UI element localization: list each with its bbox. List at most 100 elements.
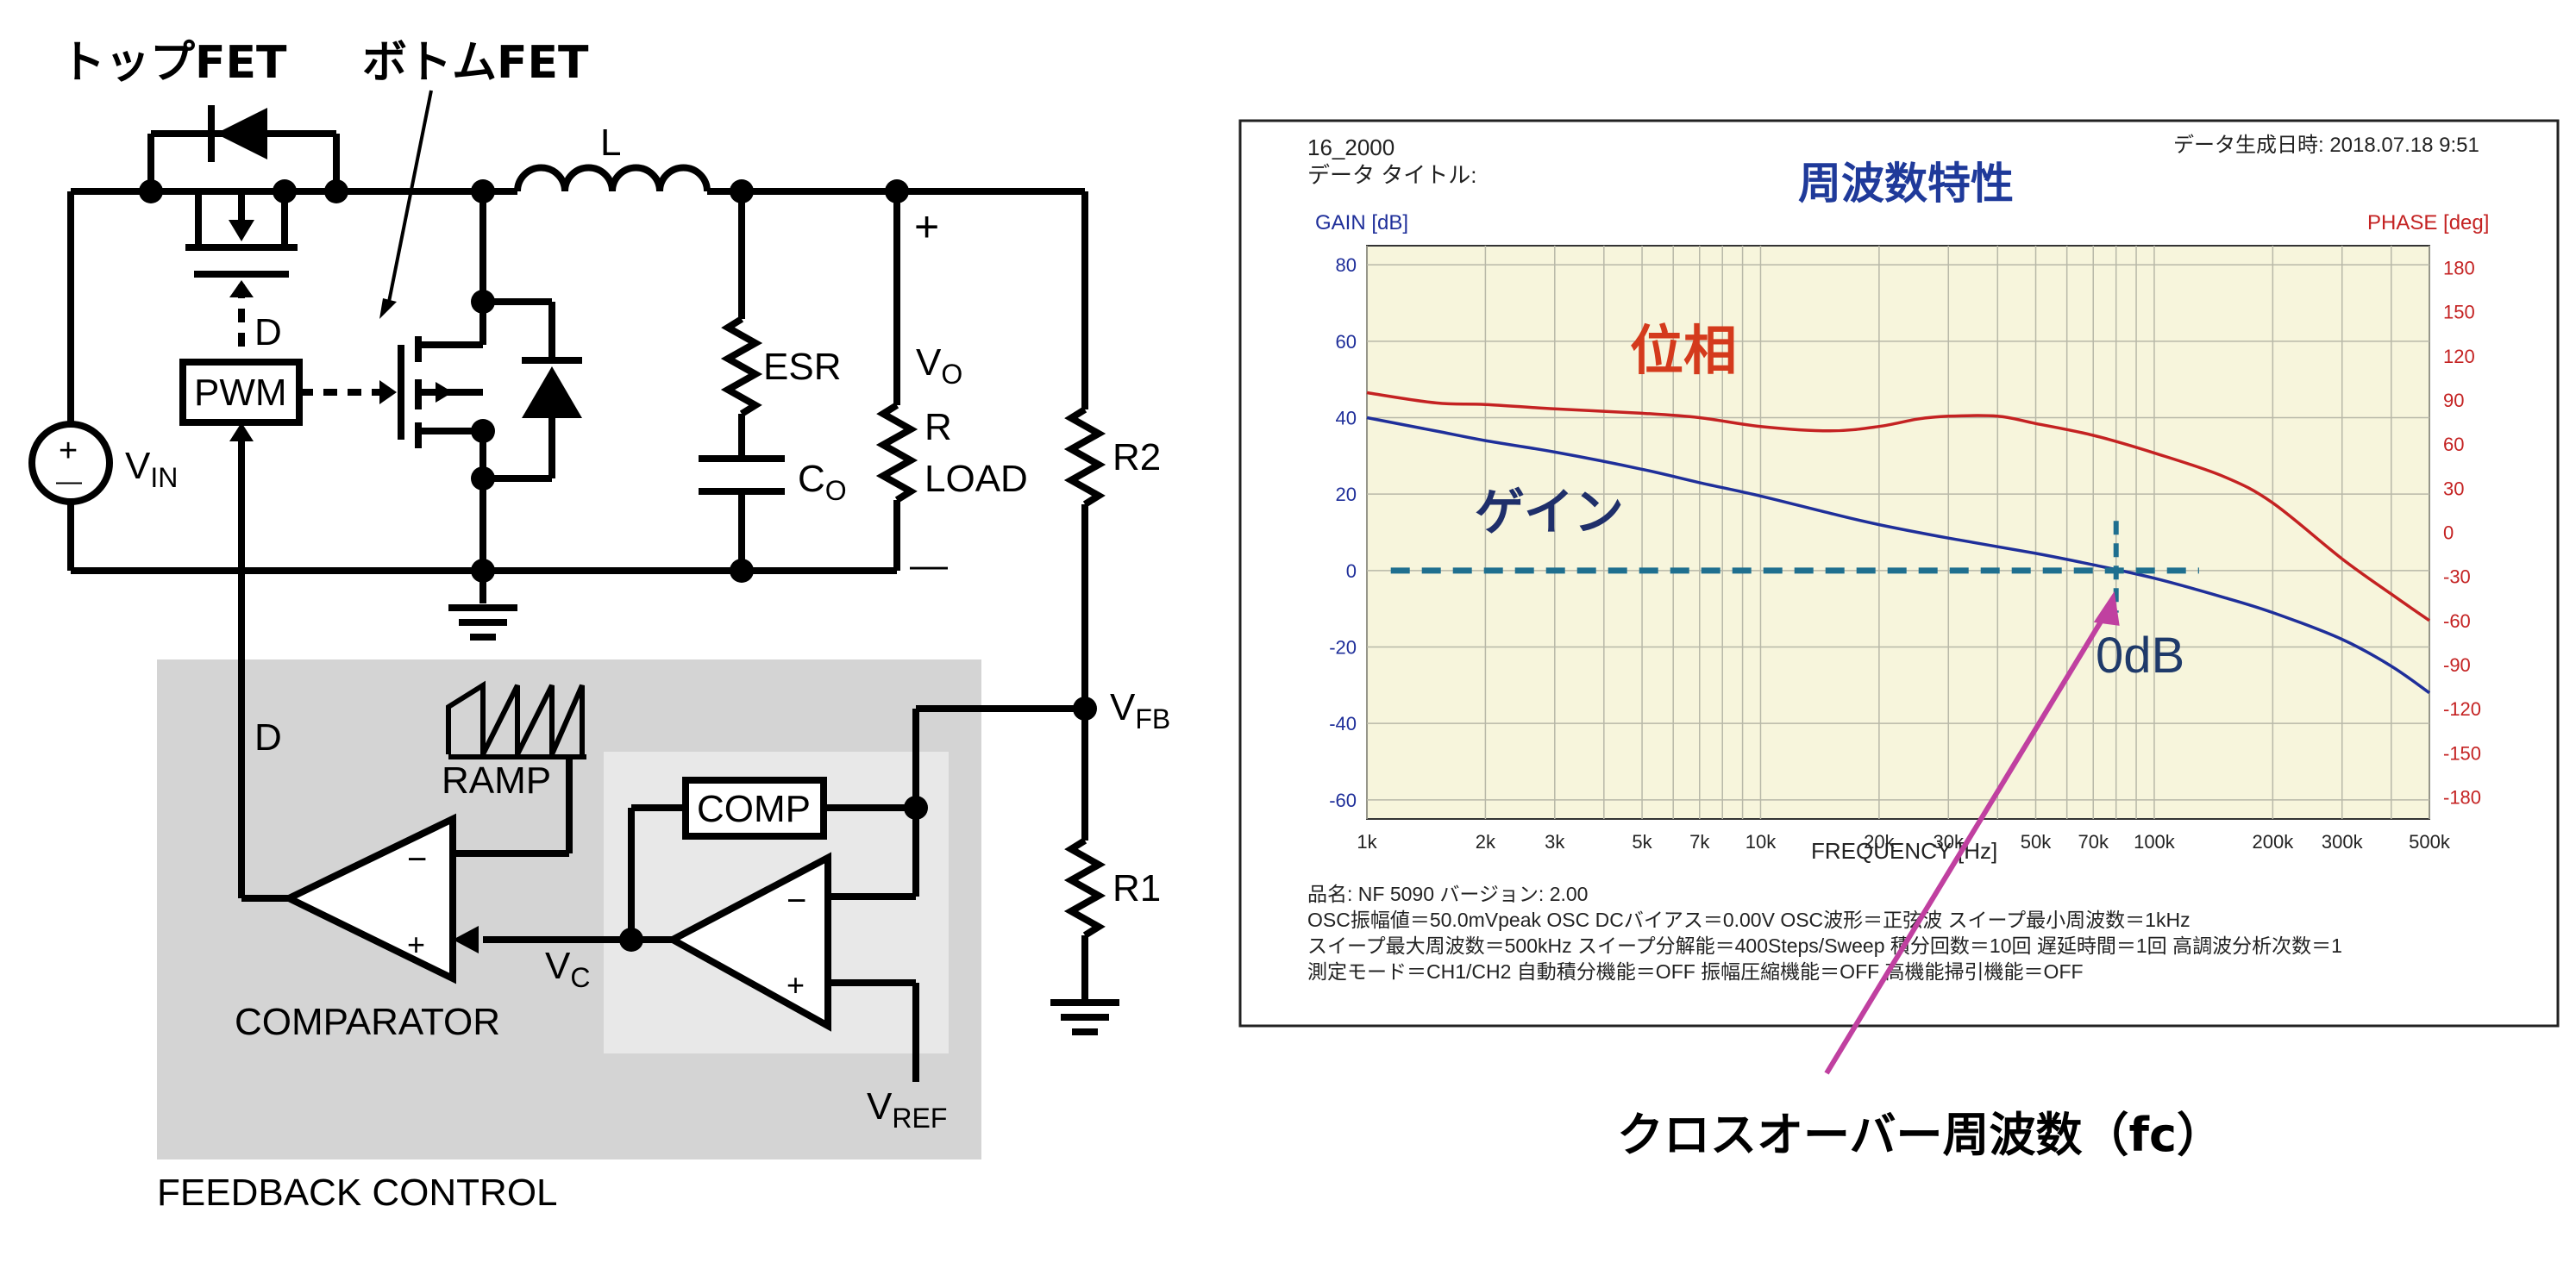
bottom-fet	[398, 336, 495, 448]
gain-tick-label: 0	[1346, 560, 1357, 582]
plot-series	[1366, 391, 2431, 695]
inductor	[514, 164, 711, 207]
frequency-tick-label: 1k	[1357, 831, 1377, 853]
frequency-tick-label: 300k	[2322, 831, 2364, 853]
r2-resistor	[1063, 406, 1106, 508]
vo-label: VO	[916, 341, 962, 390]
vin-minus: —	[56, 467, 82, 496]
phase-tick-label: -90	[2443, 654, 2471, 676]
vfb-label: VFB	[1110, 686, 1170, 734]
gain-tick-label: -60	[1329, 790, 1357, 811]
feedback-control-label: FEEDBACK CONTROL	[157, 1172, 558, 1214]
comparator-label: COMPARATOR	[235, 1001, 500, 1043]
phase-annotation: 位相	[1630, 319, 1737, 382]
info-line: スイープ最大周波数＝500kHz スイープ分解能＝400Steps/Sweep …	[1307, 934, 2342, 957]
frequency-tick-label: 3k	[1545, 831, 1565, 853]
frequency-tick-label: 70k	[2078, 831, 2109, 853]
vc-label: VC	[545, 945, 590, 993]
info-line: 測定モード＝CH1/CH2 自動積分機能＝OFF 振幅圧縮機能＝OFF 高機能掃…	[1307, 960, 2084, 983]
output-plus: +	[914, 203, 939, 251]
pwm-label: PWM	[194, 372, 287, 414]
phase-curve	[1366, 391, 2430, 622]
frequency-tick-label: 5k	[1632, 831, 1652, 853]
d-top-label: D	[254, 311, 282, 353]
data-title-label: データ タイトル:	[1307, 162, 1476, 188]
circuit-labels: トップFET ボトムFET L ESR CO VO R LOAD + — VIN…	[56, 37, 1170, 1214]
bode-id: 16_2000	[1307, 134, 1395, 160]
frequency-tick-label: 30k	[1934, 831, 1965, 853]
esr-label: ESR	[763, 346, 841, 388]
r1-resistor	[1063, 837, 1106, 939]
esr-resistor	[720, 316, 763, 417]
frequency-tick-label: 200k	[2252, 831, 2294, 853]
zero-db-annotation: 0dB	[2096, 628, 2184, 684]
gain-curve	[1366, 416, 2431, 695]
phase-tick-label: 180	[2443, 258, 2475, 279]
vin-source	[28, 421, 113, 505]
measurement-info: 品名: NF 5090 バージョン: 2.00 OSC振幅値＝50.0mVpea…	[1307, 883, 2342, 983]
phase-axis-label: PHASE [deg]	[2367, 211, 2489, 234]
buck-converter-schematic	[28, 90, 1119, 1159]
crossover-marker	[1390, 521, 2199, 613]
load-resistor	[875, 402, 918, 503]
phase-tick-label: 0	[2443, 522, 2454, 544]
phase-tick-label: 30	[2443, 478, 2464, 499]
frequency-tick-label: 50k	[2021, 831, 2052, 853]
comp-label: COMP	[697, 788, 811, 830]
plot-grid	[1366, 246, 2430, 819]
frequency-axis-ticks: 1k 2k 3k 5k 7k 10k 20k 30k 50k 70k 100k 200k 300k 500…	[1357, 831, 2450, 853]
vin-plus: +	[59, 433, 78, 469]
timestamp: データ生成日時: 2018.07.18 9:51	[2173, 134, 2479, 157]
gain-axis-label: GAIN [dB]	[1315, 211, 1408, 234]
crossover-arrow	[1824, 591, 2120, 1075]
frequency-tick-label: 500k	[2409, 831, 2451, 853]
phase-tick-label: -120	[2443, 698, 2481, 720]
gain-tick-label: 20	[1336, 484, 1357, 505]
phase-tick-label: 150	[2443, 302, 2475, 323]
frequency-tick-label: 7k	[1689, 831, 1710, 853]
phase-tick-label: -30	[2443, 566, 2471, 588]
phase-tick-label: -150	[2443, 742, 2481, 764]
phase-axis-ticks: 180 150 120 90 60 30 0 -30 -60 -90 -120 -150 -180	[2443, 258, 2481, 809]
gain-tick-label: 40	[1336, 408, 1357, 429]
ramp-label: RAMP	[442, 759, 551, 802]
gain-tick-label: -40	[1329, 713, 1357, 734]
crossover-caption: クロスオーバー周波数（fc）	[1617, 1108, 2223, 1162]
output-minus: —	[910, 544, 948, 586]
gain-annotation: ゲイン	[1475, 483, 1624, 541]
bottom-diode	[483, 298, 582, 482]
vref-label: VREF	[867, 1085, 947, 1134]
frequency-tick-label: 100k	[2134, 831, 2176, 853]
gain-tick-label: 60	[1336, 331, 1357, 353]
comparator-minus: −	[407, 841, 427, 878]
load-label: LOAD	[924, 458, 1028, 500]
ramp-waveform	[446, 680, 585, 756]
phase-tick-label: -60	[2443, 610, 2471, 632]
phase-tick-label: 60	[2443, 434, 2464, 455]
r-load-label: R	[924, 406, 952, 448]
d-left-label: D	[254, 716, 282, 759]
top-fet-label: トップFET	[60, 37, 287, 89]
amp-plus: +	[787, 967, 805, 1003]
bottom-fet-label: ボトムFET	[362, 37, 589, 89]
info-line: OSC振幅値＝50.0mVpeak OSC DCバイアス＝0.00V OSC波形…	[1307, 909, 2191, 931]
comparator-plus: +	[407, 927, 425, 962]
amp-minus: −	[787, 882, 806, 920]
vin-label: VIN	[125, 445, 178, 493]
bode-plot-panel: 16_2000 データ タイトル: データ生成日時: 2018.07.18 9:…	[1238, 119, 2560, 1028]
error-amplifier	[665, 852, 831, 1032]
r1-label: R1	[1113, 867, 1161, 909]
frequency-tick-label: 20k	[1864, 831, 1895, 853]
co-label: CO	[798, 458, 847, 506]
frequency-tick-label: 2k	[1476, 831, 1496, 853]
chart-title: 周波数特性	[1798, 159, 2014, 209]
phase-tick-label: -180	[2443, 786, 2481, 808]
info-line: 品名: NF 5090 バージョン: 2.00	[1307, 883, 1588, 905]
pwm-comparator	[280, 813, 456, 984]
phase-tick-label: 90	[2443, 390, 2464, 411]
frequency-tick-label: 10k	[1746, 831, 1777, 853]
phase-tick-label: 120	[2443, 346, 2475, 367]
top-fet	[139, 105, 348, 278]
inductor-label: L	[600, 122, 621, 164]
